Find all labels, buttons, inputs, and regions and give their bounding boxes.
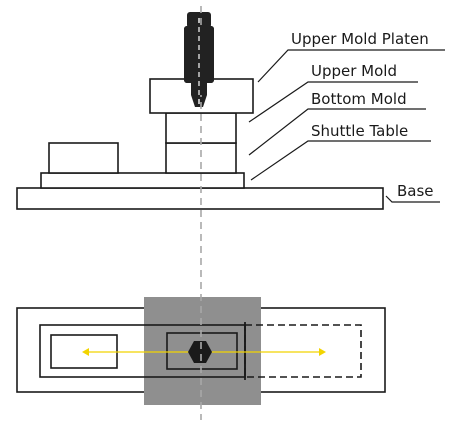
leader-upper-mold xyxy=(248,81,418,123)
screw-collar-overlay xyxy=(191,83,207,95)
center-mold-position xyxy=(166,332,238,370)
base-plate xyxy=(16,187,384,210)
leader-bottom-mold xyxy=(248,108,426,156)
top-view xyxy=(16,297,386,405)
leader-base xyxy=(385,195,440,203)
leader-upper-mold-platen xyxy=(257,49,445,83)
screw-hex-top xyxy=(188,341,212,363)
label-bottom-mold: Bottom Mold xyxy=(311,90,407,108)
side-mold-block xyxy=(48,142,119,174)
shuttle-table xyxy=(40,172,245,189)
press-screw-overlay xyxy=(184,18,214,104)
label-base: Base xyxy=(397,182,434,200)
leader-shuttle-table xyxy=(250,140,431,181)
label-shuttle-table: Shuttle Table xyxy=(311,122,408,140)
motion-arrow-right-head xyxy=(319,348,326,356)
label-upper-mold-platen: Upper Mold Platen xyxy=(291,30,429,48)
label-upper-mold: Upper Mold xyxy=(311,62,397,80)
side-view: Upper Mold Platen Upper Mold Bottom Mold… xyxy=(16,12,445,210)
motion-arrow-left-head xyxy=(82,348,89,356)
